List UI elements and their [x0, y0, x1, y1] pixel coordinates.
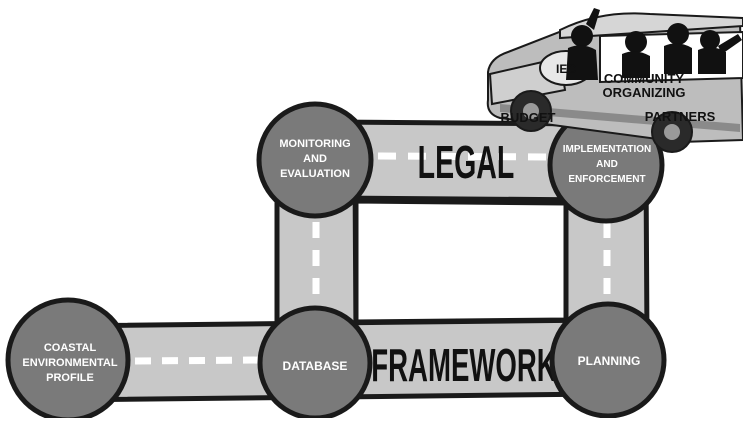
- node-coastal-environmental-profile: COASTAL ENVIRONMENTAL PROFILE: [5, 297, 131, 423]
- node-label: PROFILE: [46, 372, 94, 384]
- bus-label-partners: PARTNERS: [645, 109, 716, 124]
- passenger-silhouettes: [566, 8, 742, 80]
- bus-illustration: IEC COMMUNITY ORGANIZING BUDGET PARTNERS: [486, 8, 743, 153]
- bus-roof: [559, 12, 743, 40]
- inner-road-edge: [353, 198, 569, 325]
- bus-label-organizing: ORGANIZING: [602, 85, 685, 100]
- node-monitoring-and-evaluation: MONITORING AND EVALUATION: [256, 101, 374, 219]
- bus-label-budget: BUDGET: [501, 110, 556, 125]
- node-label: AND: [303, 153, 327, 165]
- node-label: ENVIRONMENTAL: [22, 357, 117, 369]
- bus-label-community: COMMUNITY: [604, 71, 684, 86]
- wheel-hub: [664, 124, 680, 140]
- node-label: COASTAL: [44, 342, 97, 354]
- bus-label-iec: IEC: [556, 62, 576, 76]
- node-database: DATABASE: [257, 305, 373, 421]
- node-label: DATABASE: [283, 359, 348, 373]
- wheel-hub: [523, 103, 539, 119]
- road-label-framework: FRAMEWORK: [371, 341, 557, 392]
- road-label-legal: LEGAL: [418, 137, 515, 189]
- node-label: PLANNING: [578, 354, 641, 368]
- node-label: ENFORCEMENT: [568, 174, 645, 185]
- node-label: MONITORING: [279, 138, 350, 150]
- road-network: [57, 119, 650, 403]
- node-label: EVALUATION: [280, 168, 350, 180]
- node-label: IMPLEMENTATION: [563, 144, 652, 155]
- node-label: AND: [596, 159, 618, 170]
- node-planning: PLANNING: [549, 301, 667, 419]
- lane-dash-bottom-left: [134, 356, 263, 365]
